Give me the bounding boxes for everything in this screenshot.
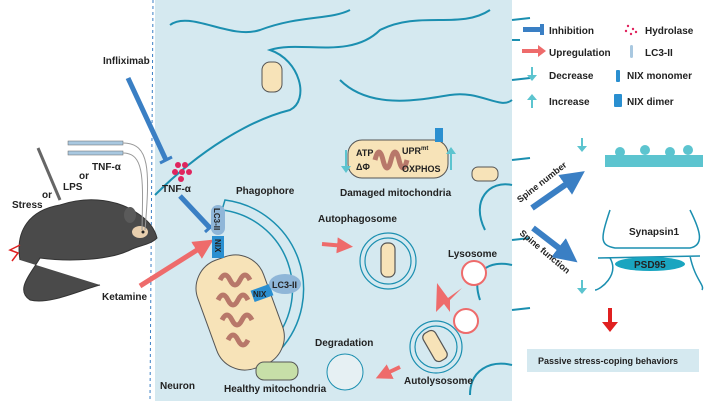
cell-membrane-dashed — [149, 0, 154, 401]
label-lc3-top: LC3-II — [212, 208, 221, 230]
label-psd95: PSD95 — [634, 260, 666, 271]
lysosome — [461, 260, 487, 286]
lc3-top — [211, 205, 225, 235]
spine-number-arrow — [530, 171, 585, 211]
nix-top — [212, 236, 224, 258]
damaged-mitochondrion — [341, 128, 456, 179]
spine-function-arrow — [531, 225, 578, 263]
hydrolase-icon — [624, 24, 638, 36]
nix-dimer-icon — [614, 94, 622, 107]
label-lc3-side: LC3-II — [272, 280, 297, 290]
degradation-vesicle — [326, 353, 364, 391]
autolysosome — [409, 308, 479, 374]
legend-hydrolase: Hydrolase — [645, 26, 694, 37]
increase-icon — [527, 94, 537, 108]
label-nix-side: NIX — [253, 290, 267, 299]
nix-side — [250, 283, 274, 303]
tnf-particles-icon — [172, 162, 192, 182]
small-mitochondrion — [471, 166, 499, 182]
legend-increase: Increase — [549, 97, 590, 108]
increase-icon — [446, 147, 456, 170]
upregulation-icon — [522, 45, 546, 57]
label-or-2: or — [42, 190, 52, 201]
label-tnf-syringe: TNF-α — [92, 162, 122, 173]
dendritic-spine-icon — [605, 145, 703, 167]
lc3-side — [269, 274, 301, 294]
label-synapsin: Synapsin1 — [629, 227, 679, 238]
label-infliximab: Infliximab — [103, 56, 150, 67]
label-or-1: or — [79, 171, 89, 182]
decrease-icon — [527, 67, 537, 81]
dendrite-membranes — [154, 9, 520, 396]
outcome-box — [527, 349, 699, 372]
ketamine-arrow — [138, 239, 214, 289]
legend-upregulation: Upregulation — [549, 48, 611, 59]
legend-nix-dimer: NIX dimer — [627, 97, 674, 108]
legend: Inhibition Upregulation Decrease Increas… — [522, 24, 694, 108]
legend-nix-monomer: NIX monomer — [627, 71, 692, 82]
label-upr: UPRmt — [402, 146, 428, 156]
lc3-icon — [630, 45, 633, 58]
label-lysosome: Lysosome — [448, 249, 498, 260]
mitochondrion-large — [195, 254, 285, 371]
label-neuron: Neuron — [160, 381, 195, 392]
label-delta-phi: ΔΦ — [356, 162, 370, 172]
stress-bolt-icon — [8, 244, 21, 262]
nix-monomer-icon — [616, 70, 620, 82]
label-tnf: TNF-α — [162, 184, 192, 195]
label-phagophore: Phagophore — [236, 186, 295, 197]
label-damaged-mitochondria: Damaged mitochondria — [340, 188, 452, 199]
inhibition-arrows — [125, 76, 217, 234]
label-atp: ATP — [356, 148, 373, 158]
legend-lc3: LC3-II — [645, 48, 673, 59]
legend-inhibition: Inhibition — [549, 26, 594, 37]
label-degradation: Degradation — [315, 338, 373, 349]
spine-decrease-icon — [577, 138, 587, 152]
inhibition-icon — [523, 27, 543, 32]
fusion-arrow — [436, 283, 462, 312]
function-decrease-icon — [577, 280, 587, 294]
legend-decrease: Decrease — [549, 71, 594, 82]
label-nix-top: NIX — [213, 239, 222, 253]
lps-syringe-icon — [36, 147, 62, 201]
label-lps: LPS — [63, 182, 83, 193]
label-stress: Stress — [12, 200, 43, 211]
mito-top — [261, 61, 283, 93]
label-autolysosome: Autolysosome — [404, 376, 473, 387]
label-oxphos: OXPHOS — [402, 164, 441, 174]
healthy-mitochondrion — [255, 361, 299, 381]
membrane-stubs — [511, 17, 531, 311]
label-healthy-mitochondria: Healthy mitochondria — [224, 384, 327, 395]
flow-arrow-1 — [321, 237, 353, 254]
synapse-icon — [594, 209, 704, 291]
decrease-icon — [341, 150, 351, 173]
label-outcome: Passive stress-coping behaviors — [538, 356, 678, 366]
label-ketamine: Ketamine — [102, 292, 147, 303]
mouse-illustration — [8, 140, 158, 302]
outcome-arrow — [602, 308, 618, 332]
autophagosome — [359, 232, 417, 290]
tnf-syringe-icon — [67, 140, 124, 146]
label-autophagosome: Autophagosome — [318, 214, 397, 225]
flow-arrow-2 — [375, 364, 401, 379]
